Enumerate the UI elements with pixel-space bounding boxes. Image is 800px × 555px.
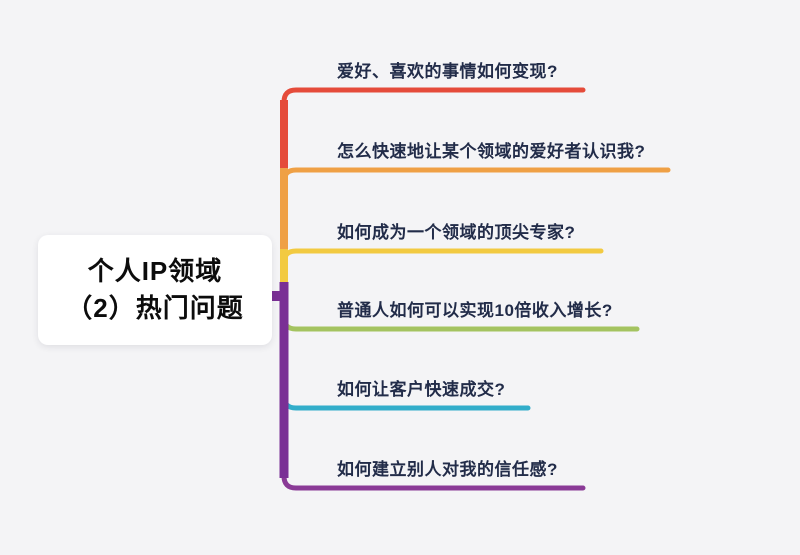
branch-topic-6[interactable]: 如何建立别人对我的信任感? [337,460,558,479]
branch-topic-4[interactable]: 普通人如何可以实现10倍收入增长? [337,301,613,320]
branch-topic-3[interactable]: 如何成为一个领域的顶尖专家? [337,223,576,242]
central-topic-title-line2: （2）热门问题 [66,293,244,323]
branch-topic-1[interactable]: 爱好、喜欢的事情如何变现? [337,62,558,81]
central-topic[interactable]: 个人IP领域 （2）热门问题 [38,235,272,345]
branch-topic-5[interactable]: 如何让客户快速成交? [337,380,506,399]
branch-topic-2[interactable]: 怎么快速地让某个领域的爱好者认识我? [337,142,646,161]
central-topic-title-line1: 个人IP领域 [87,256,223,286]
branch-connector-3 [269,248,604,299]
branch-connector-1 [269,87,586,299]
